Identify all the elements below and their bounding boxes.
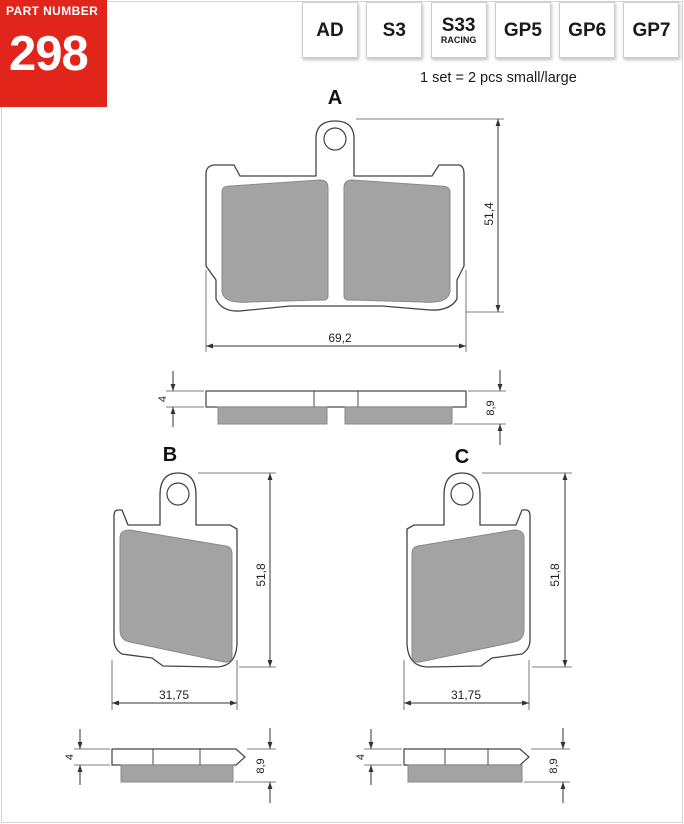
part-number-value: 298 bbox=[9, 27, 89, 81]
compound-gp6: GP6 bbox=[559, 2, 616, 58]
plate-side-c bbox=[403, 748, 530, 766]
dim-height-b-label: 51,8 bbox=[254, 563, 268, 587]
plate-side-b bbox=[111, 748, 246, 766]
part-number-label: PART NUMBER bbox=[6, 4, 99, 18]
compound-ad: AD bbox=[302, 2, 358, 58]
pad-b-side-view: 4 8,9 bbox=[64, 728, 276, 803]
dim-plate-b-label: 4 bbox=[64, 754, 76, 760]
pad-a-side-view: 4 8,9 bbox=[157, 370, 506, 445]
friction-pad-a-right bbox=[343, 179, 451, 303]
compound-gp7: GP7 bbox=[623, 2, 680, 58]
friction-side-a-right bbox=[344, 406, 453, 425]
compound-s3: S3 bbox=[366, 2, 423, 58]
dim-width-c-label: 31,75 bbox=[451, 688, 481, 702]
dim-total-c-label: 8,9 bbox=[548, 758, 560, 773]
pad-b-front-view: B 51,8 31,75 bbox=[111, 444, 276, 710]
plate-side-a bbox=[205, 390, 467, 408]
pad-a-label: A bbox=[328, 87, 342, 109]
dim-plate-c-label: 4 bbox=[355, 754, 367, 760]
set-note: 1 set = 2 pcs small/large bbox=[420, 70, 577, 86]
dim-plate-a-label: 4 bbox=[157, 396, 169, 402]
friction-pad-b bbox=[119, 529, 233, 663]
friction-pad-c bbox=[411, 529, 525, 663]
dim-width-a-label: 69,2 bbox=[328, 331, 352, 345]
dim-total-b-label: 8,9 bbox=[255, 758, 267, 773]
dim-height-a-label: 51,4 bbox=[482, 202, 496, 226]
mount-hole-a bbox=[323, 127, 347, 151]
friction-side-c bbox=[407, 764, 523, 783]
mount-hole-c bbox=[450, 482, 474, 506]
dim-height-c-label: 51,8 bbox=[548, 563, 562, 587]
compound-gp5: GP5 bbox=[494, 2, 551, 58]
pad-c-front-view: C 51,8 31,75 bbox=[403, 446, 572, 710]
friction-side-a-left bbox=[217, 406, 328, 425]
pad-b-label: B bbox=[163, 444, 177, 466]
pad-a-front-view: A 51,4 69,2 bbox=[205, 87, 504, 352]
pad-c-label: C bbox=[455, 446, 469, 468]
friction-pad-a-left bbox=[221, 179, 329, 303]
mount-hole-b bbox=[166, 482, 190, 506]
dim-total-a-label: 8,9 bbox=[485, 400, 497, 415]
part-number-badge: PART NUMBER 298 bbox=[0, 0, 107, 107]
pad-c-side-view: 4 8,9 bbox=[355, 728, 570, 803]
friction-side-b bbox=[120, 764, 234, 783]
dim-width-b-label: 31,75 bbox=[159, 688, 189, 702]
